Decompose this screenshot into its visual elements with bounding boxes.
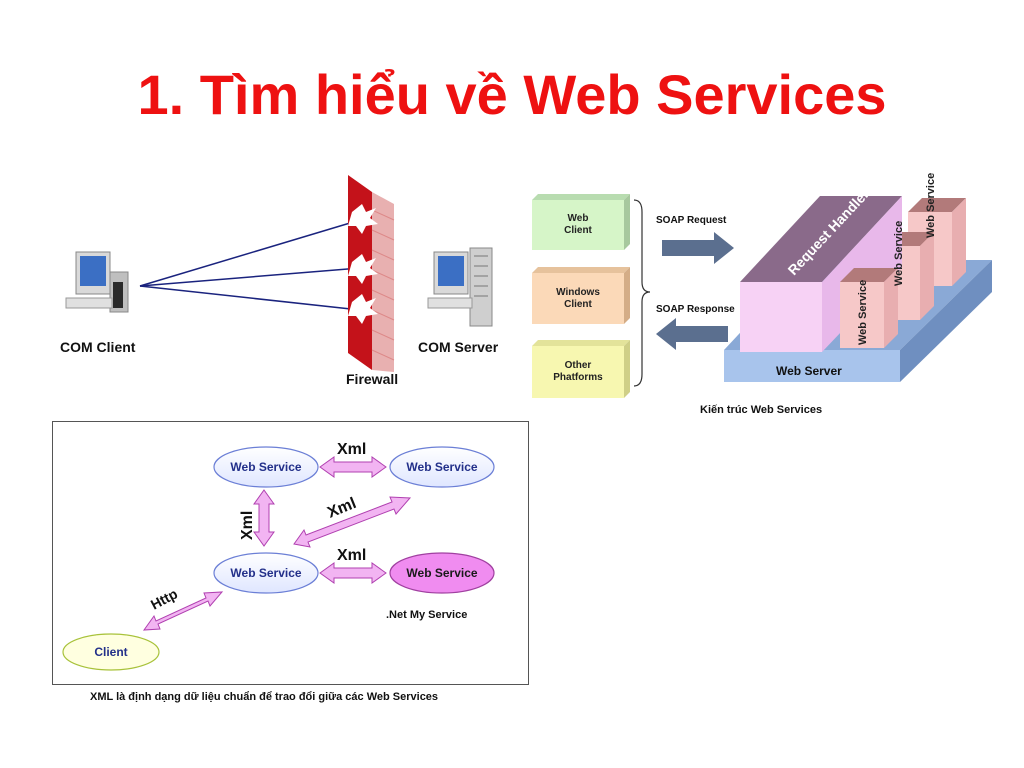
com-client-computer-icon <box>65 251 129 313</box>
firewall-label: Firewall <box>346 371 399 387</box>
firewall-icon <box>348 175 395 372</box>
client-box-shadows <box>532 194 630 398</box>
xml-caption: XML là định dạng dữ liệu chuẩn để trao đ… <box>90 691 439 703</box>
soap-request-label: SOAP Request <box>656 215 727 226</box>
client-ellipse <box>62 633 160 671</box>
arch-caption: Kiến trúc Web Services <box>700 404 823 416</box>
ws-top-right-ellipse <box>389 446 495 488</box>
com-client-label: COM Client <box>60 339 136 355</box>
com-server-computer-icon <box>427 247 493 327</box>
clients-bracket <box>633 199 651 387</box>
ws-top-left-ellipse <box>213 446 319 488</box>
web-service-box-1 <box>840 268 898 348</box>
xml-arrows <box>142 456 412 631</box>
ws-net-ellipse <box>389 552 495 594</box>
xml-label-vertical: Xml <box>239 511 256 540</box>
web-service-text-2: Web Service <box>893 221 905 286</box>
soap-request-arrow <box>662 232 734 264</box>
http-label: Http <box>148 585 180 612</box>
xml-label-mid: Xml <box>337 547 367 564</box>
ws-mid-label: Web Service <box>230 566 302 580</box>
net-my-service-label: .Net My Service <box>386 609 468 621</box>
web-server-label: Web Server <box>776 364 842 378</box>
web-service-text-3: Web Service <box>925 173 937 238</box>
slide-title: 1. Tìm hiểu về Web Services <box>137 63 887 126</box>
ws-top-right-label: Web Service <box>406 460 478 474</box>
soap-response-arrow <box>656 318 728 350</box>
ws-top-left-label: Web Service <box>230 460 302 474</box>
client-label: Client <box>94 645 128 659</box>
ws-net-label: Web Service <box>406 566 478 580</box>
web-service-text-1: Web Service <box>857 280 869 345</box>
ws-mid-ellipse <box>213 552 319 594</box>
com-server-label: COM Server <box>418 339 499 355</box>
soap-response-label: SOAP Response <box>656 304 735 315</box>
xml-label-top: Xml <box>337 441 367 458</box>
xml-diagram-frame <box>52 421 529 685</box>
